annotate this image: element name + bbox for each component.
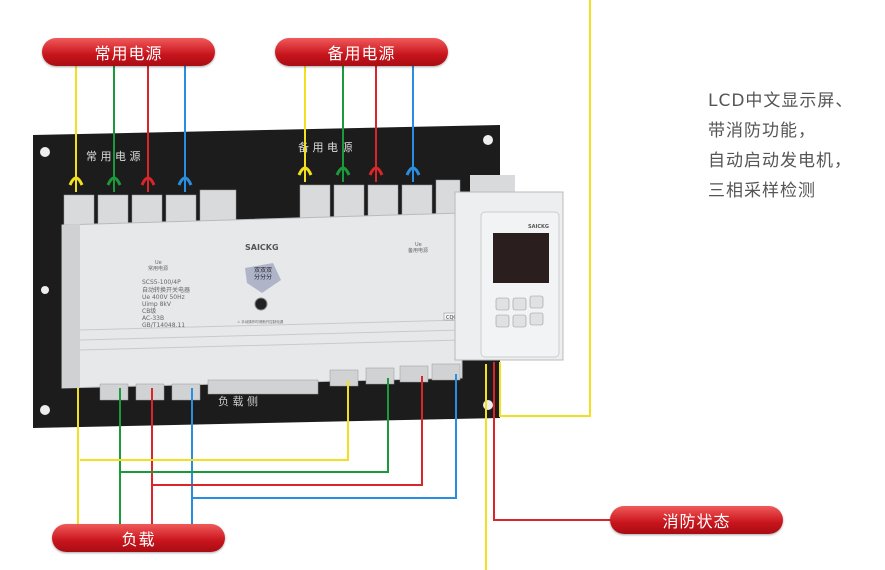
controller-brand: SAICKG (528, 224, 549, 230)
feature-line: 带消防功能， (708, 121, 816, 141)
plate-label-backup: 备 用 电 源 (298, 140, 353, 154)
feature-line: LCD中文显示屏、 (708, 91, 854, 111)
plate-label-load: 负 载 侧 (218, 394, 258, 408)
controller-buttons[interactable] (495, 295, 544, 328)
svg-text:AC-33B: AC-33B (142, 315, 164, 322)
ue-right: Ue (415, 242, 422, 248)
wires (75, 0, 612, 570)
ue-left-sub: 常用电源 (148, 265, 168, 272)
label-fire-status: 消防状态 (610, 506, 783, 534)
wire-clips (68, 166, 421, 186)
label-load: 负载 (52, 524, 225, 552)
ue-left: Ue (155, 260, 162, 266)
label-backup-power: 备用电源 (275, 38, 448, 66)
cert-mark: CQC (446, 315, 457, 321)
lcd-screen (493, 233, 549, 283)
warning-text: ⚠ 手动操作时请断开控制电源 (237, 319, 284, 324)
brand-logo: SAICKG (245, 243, 279, 252)
mode-badge-text: 双双双 分分分 (253, 267, 272, 281)
feature-description: LCD中文显示屏、 带消防功能， 自动启动发电机， 三相采样检测 (708, 86, 853, 206)
svg-text:SCS5-100/4P: SCS5-100/4P (142, 279, 181, 286)
feature-line: 自动启动发电机， (708, 151, 852, 171)
feature-line: 三相采样检测 (708, 181, 816, 201)
svg-text:自动转换开关电器: 自动转换开关电器 (142, 286, 190, 294)
manual-knob[interactable] (254, 297, 268, 311)
svg-text:Ue 400V 50Hz: Ue 400V 50Hz (142, 294, 185, 301)
ue-right-sub: 备用电源 (408, 247, 428, 254)
label-normal-power: 常用电源 (42, 38, 215, 66)
mode-badge (245, 263, 281, 293)
svg-text:Uimp 8kV: Uimp 8kV (142, 301, 172, 308)
svg-text:CB级: CB级 (142, 307, 156, 315)
svg-text:GB/T14048.11: GB/T14048.11 (142, 322, 185, 329)
spec-label: SCS5-100/4P 自动转换开关电器 Ue 400V 50Hz Uimp 8… (142, 279, 190, 329)
